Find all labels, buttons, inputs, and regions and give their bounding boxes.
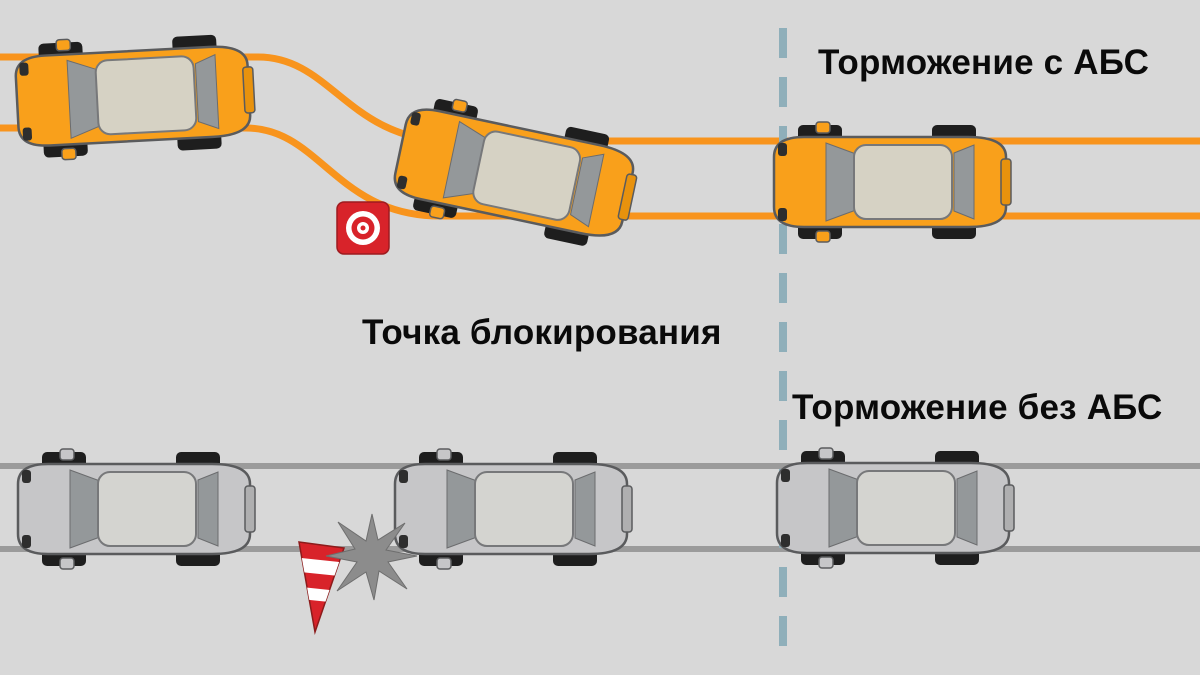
car-abs-mid-maneuver [386, 88, 647, 259]
car-no-abs-crashing [393, 447, 634, 571]
target-icon [336, 201, 390, 255]
car-no-abs-stopped [16, 447, 257, 571]
crash-star-icon [325, 513, 418, 601]
car-abs-approaching [772, 120, 1013, 244]
car-no-abs-approaching [775, 446, 1016, 570]
abs-track-lower [0, 124, 1200, 220]
car-abs-after-maneuver [12, 28, 259, 164]
label-braking-with-abs: Торможение с АБС [818, 43, 1150, 82]
label-lock-point: Точка блокирования [362, 313, 722, 352]
label-braking-without-abs: Торможение без АБС [792, 388, 1163, 427]
